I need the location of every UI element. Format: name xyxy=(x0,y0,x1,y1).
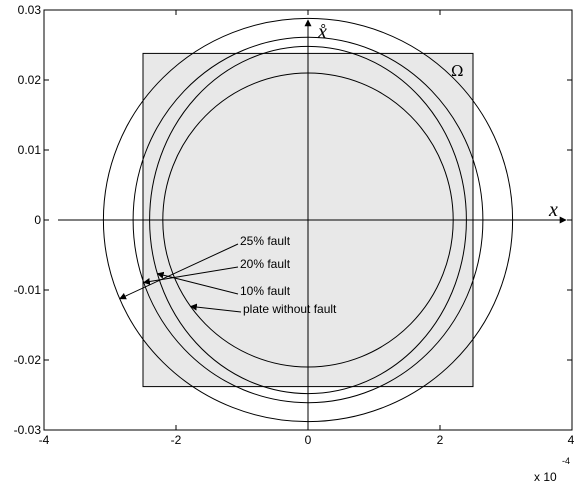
x-tick-label: 0 xyxy=(305,433,312,447)
y-axis-letter: x̊ xyxy=(317,21,327,43)
y-tick-label: 0.02 xyxy=(18,73,42,87)
y-tick-label: 0 xyxy=(34,213,41,227)
x-multiplier-base: x 10 xyxy=(534,470,557,484)
annotation-label: 25% fault xyxy=(240,234,291,248)
plot-frame xyxy=(43,9,573,431)
annotation-label: plate without fault xyxy=(243,302,337,316)
tick-labels: -4 -2 0 2 4 0.03 0.02 0.01 0 -0.01 -0.02 -0.03 xyxy=(14,3,575,447)
y-tick-label: 0.01 xyxy=(18,143,42,157)
x-tick-label: -2 xyxy=(171,433,182,447)
annotation-arrow xyxy=(142,266,239,285)
annotation-arrow xyxy=(156,271,239,295)
x-tick-label: 2 xyxy=(437,433,444,447)
y-tick-label: 0.03 xyxy=(18,3,42,17)
annotation-label: 10% fault xyxy=(240,284,291,298)
region-omega-label: Ω xyxy=(451,62,463,80)
x-tick-label: 4 xyxy=(568,433,575,447)
annotation-arrow xyxy=(119,243,239,300)
y-tick-label: -0.02 xyxy=(14,353,42,367)
plot-area xyxy=(58,17,567,428)
x-multiplier-exponent: -4 xyxy=(562,456,570,466)
x-axis-letter: x xyxy=(548,199,558,221)
y-tick-label: -0.03 xyxy=(14,423,42,437)
annotations: 25% fault 20% fault 10% fault plate without… xyxy=(119,234,337,316)
x-tick-label: -4 xyxy=(39,433,50,447)
y-tick-label: -0.01 xyxy=(14,283,42,297)
annotation-label: 20% fault xyxy=(240,257,291,271)
annotation-arrow xyxy=(189,303,242,313)
